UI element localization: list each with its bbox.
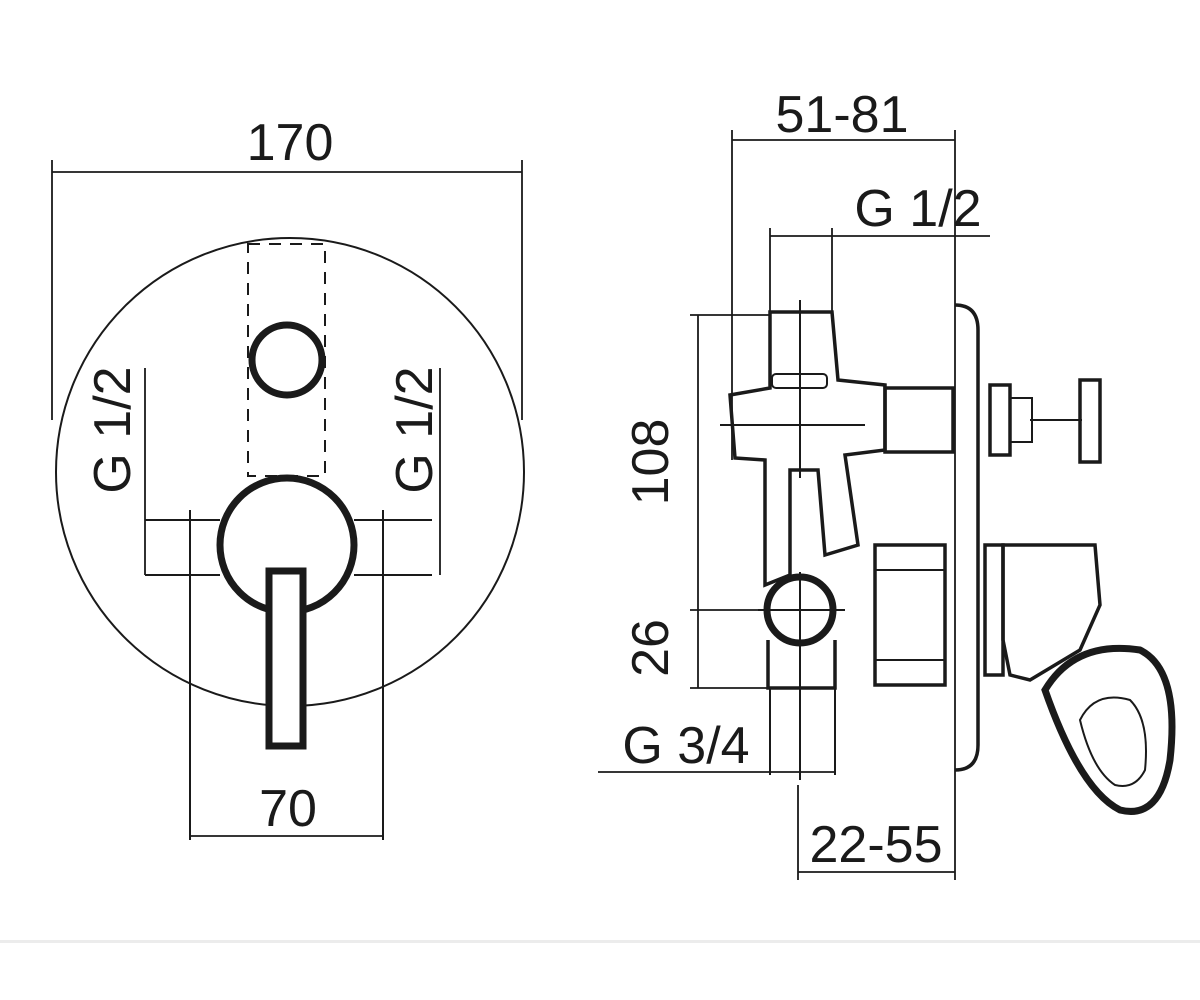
side-height-dimension: 108 — [622, 419, 680, 506]
lever-loop — [1041, 644, 1176, 815]
cover-plate-edge — [954, 303, 980, 772]
diverter-stem — [883, 386, 955, 454]
front-view: 170 G 1/2 G 1/2 70 — [51, 114, 525, 840]
footer-divider — [0, 940, 1200, 943]
front-right-inlet-thread: G 1/2 — [386, 366, 444, 493]
lever-handle — [265, 567, 307, 750]
side-wall-depth-dimension: 22-55 — [810, 816, 943, 874]
side-view: 51-81 G 1/2 — [598, 86, 1176, 880]
valve-body — [728, 310, 887, 588]
front-width-dimension: 170 — [247, 114, 334, 172]
side-offset-dimension: 26 — [622, 619, 680, 677]
front-spacing-dimension: 70 — [259, 780, 317, 838]
diverter-knob-side — [1078, 378, 1102, 464]
side-top-thread-dimension: G 1/2 — [854, 180, 981, 238]
side-bottom-thread-dimension: G 3/4 — [622, 717, 749, 775]
lever-side-profile — [1001, 543, 1102, 682]
diverter-housing-hidden — [247, 243, 326, 477]
diverter-knob — [248, 321, 326, 399]
front-left-inlet-thread: G 1/2 — [84, 366, 142, 493]
cartridge-side — [873, 543, 947, 687]
side-depth-dimension: 51-81 — [776, 86, 909, 144]
